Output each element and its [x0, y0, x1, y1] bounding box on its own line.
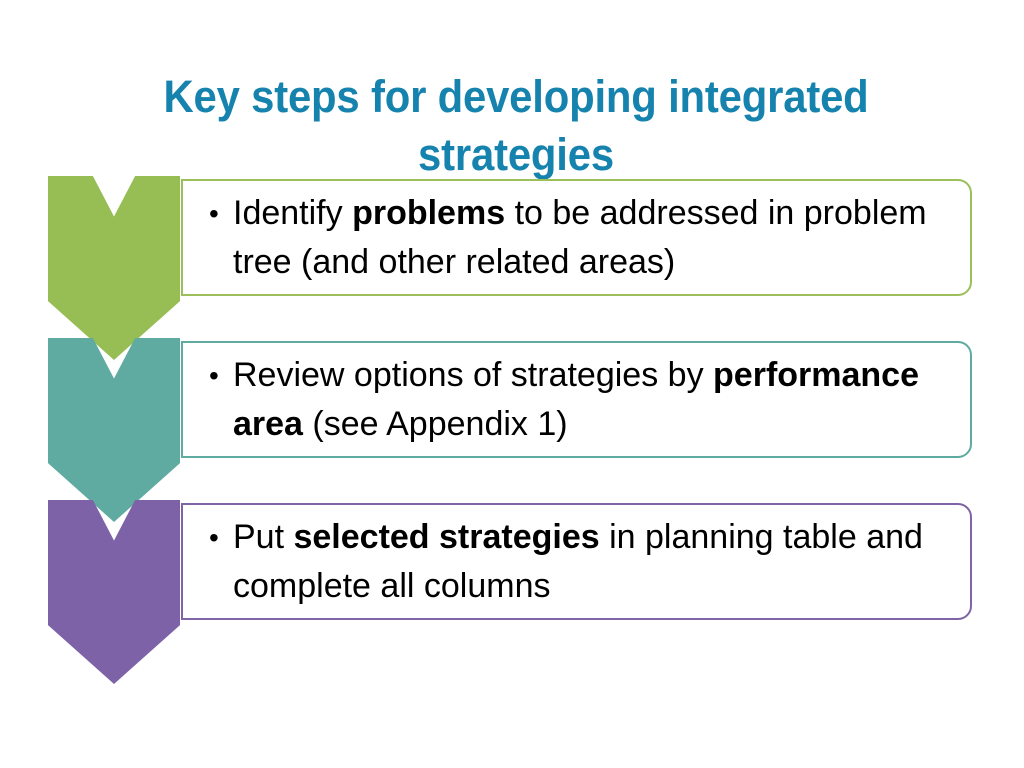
step-text: Identify problems to be addressed in pro… [207, 189, 955, 287]
step-row: Review options of strategies by performa… [0, 338, 1024, 538]
step-text: Put selected strategies in planning tabl… [207, 513, 955, 611]
step-callout-box: Review options of strategies by performa… [181, 341, 972, 458]
page-title: Key steps for developing integrated stra… [163, 71, 869, 181]
chevron-arrow-icon [48, 176, 180, 360]
step-callout-box: Identify problems to be addressed in pro… [181, 179, 972, 296]
step-row: Identify problems to be addressed in pro… [0, 176, 1024, 376]
chevron-arrow-icon [48, 500, 180, 684]
step-row: Put selected strategies in planning tabl… [0, 500, 1024, 700]
step-text: Review options of strategies by performa… [207, 351, 955, 449]
chevron-arrow-icon [48, 338, 180, 522]
step-callout-box: Put selected strategies in planning tabl… [181, 503, 972, 620]
